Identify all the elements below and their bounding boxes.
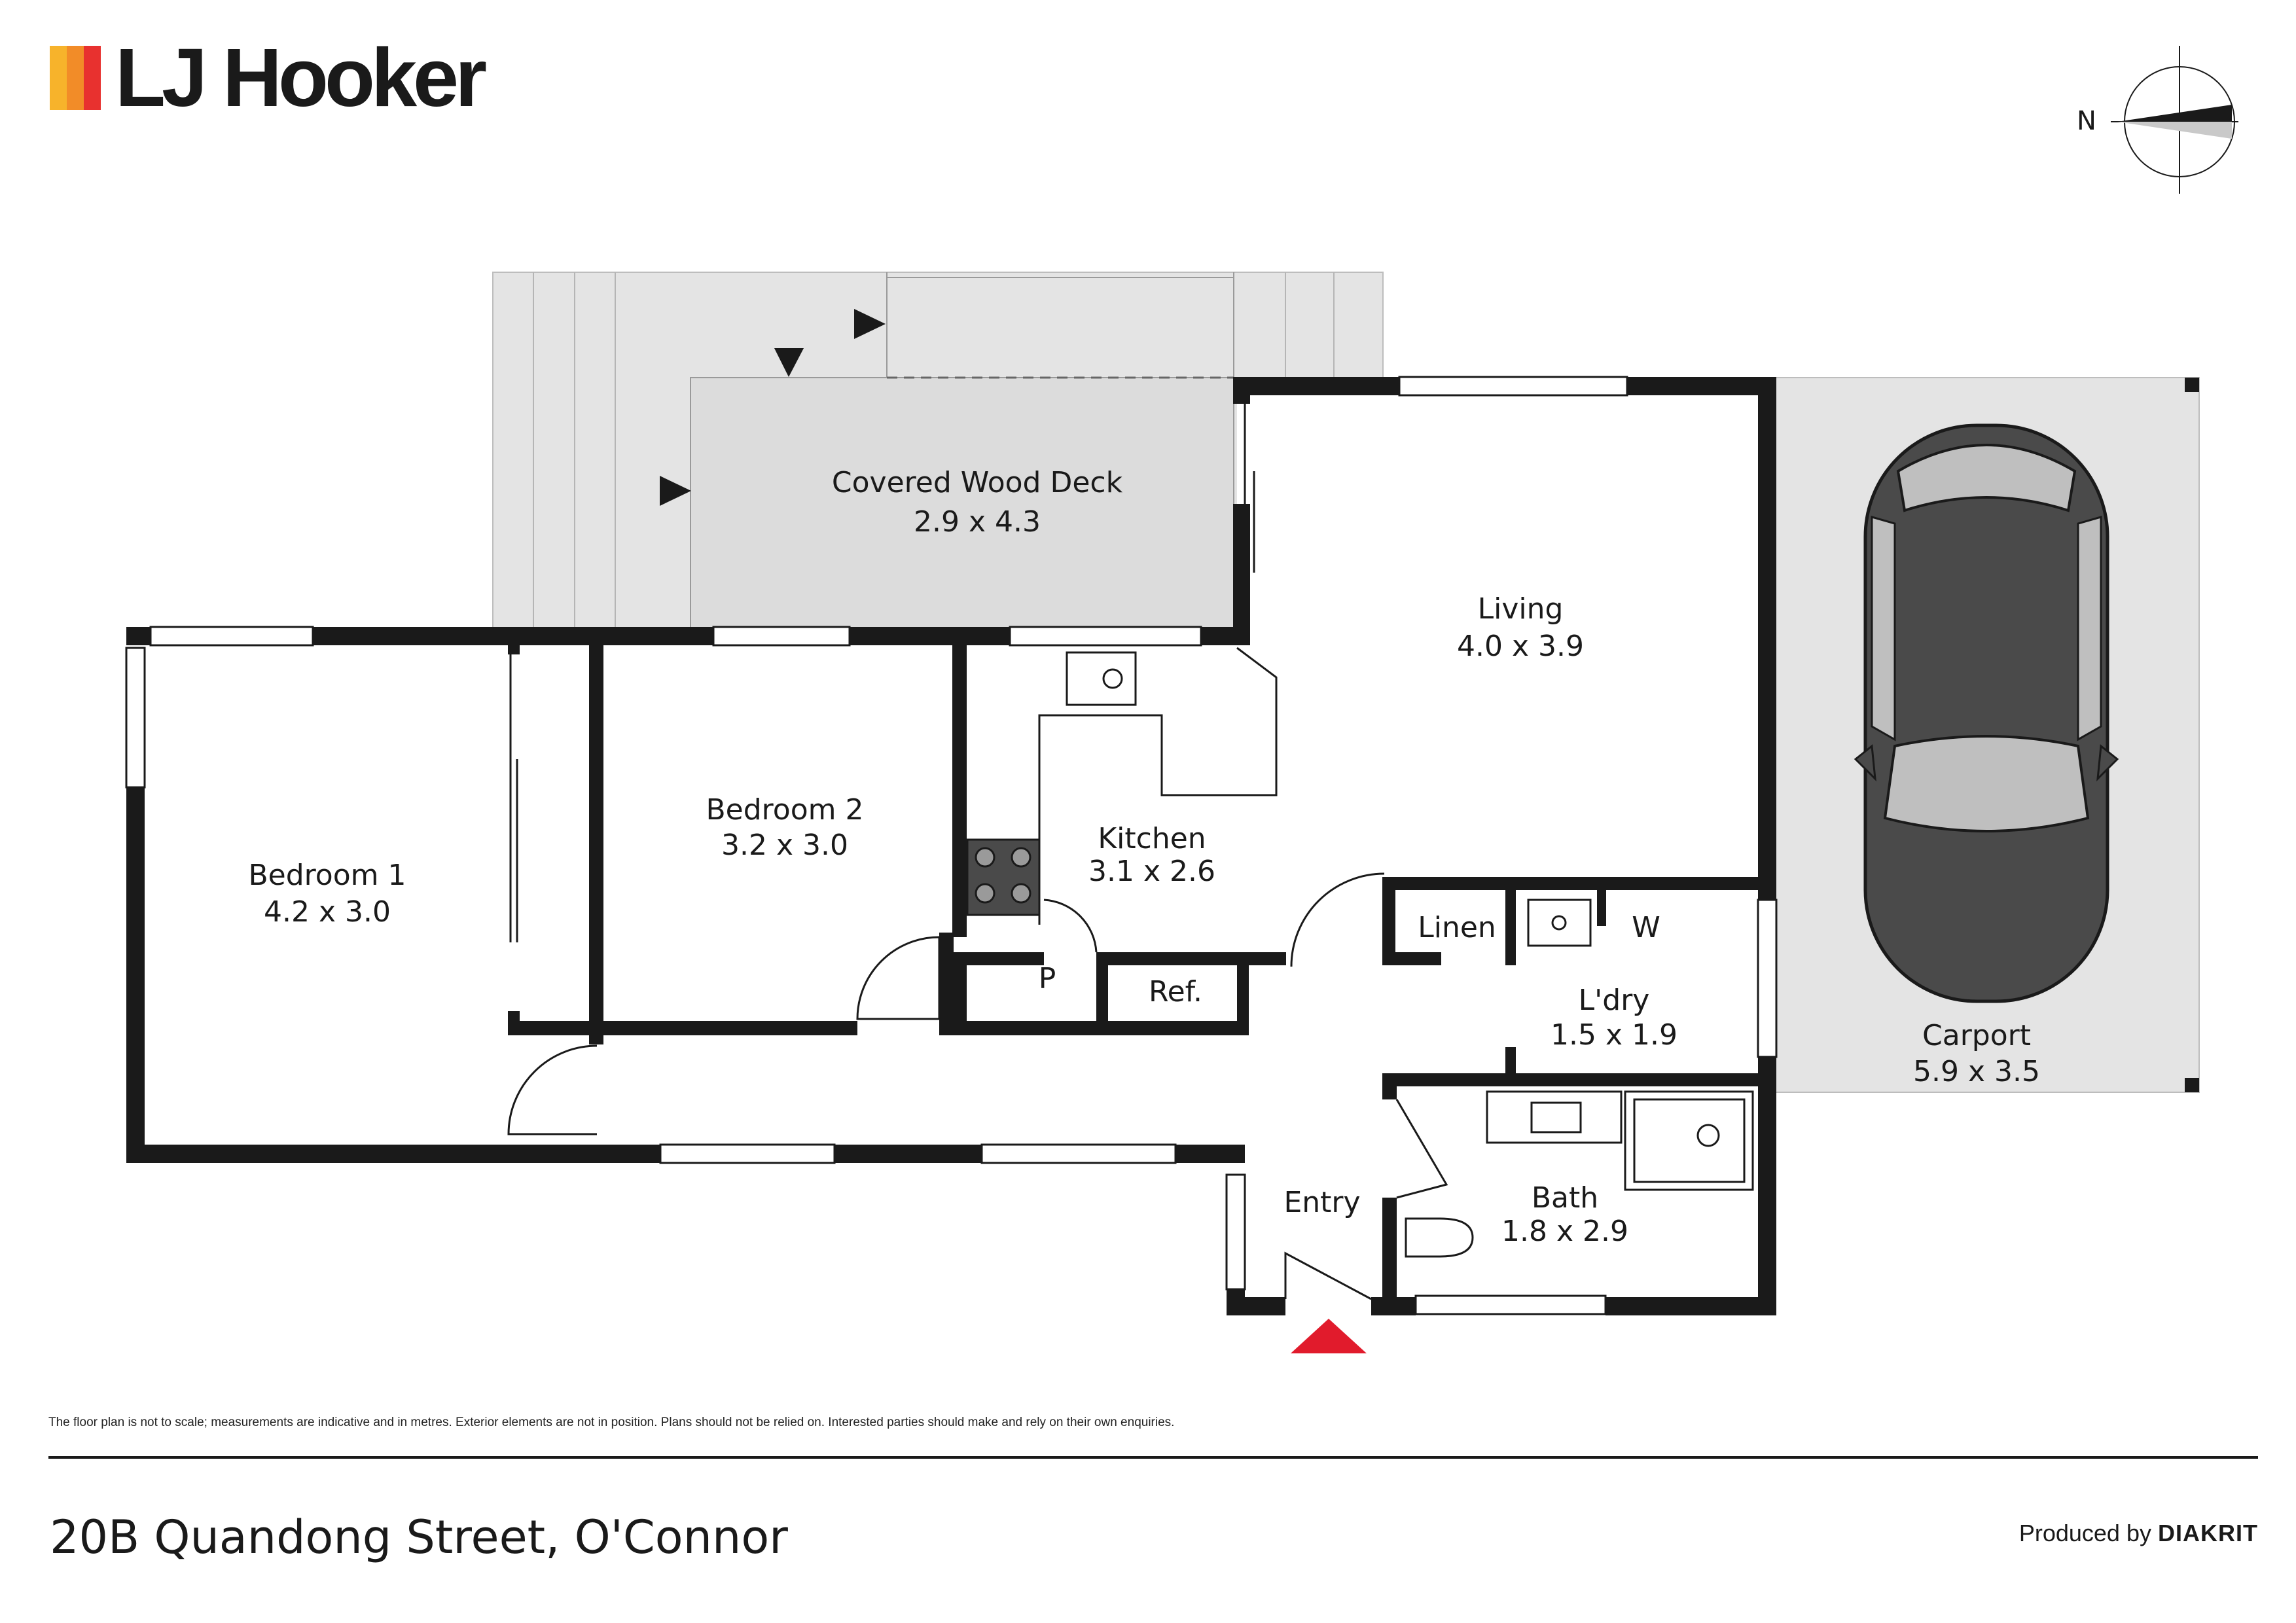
fixtures (509, 404, 1754, 1258)
door-bedroom2 (856, 936, 941, 1020)
bedroom2-size: 3.2 x 3.0 (721, 829, 848, 862)
logo-bar-red (84, 46, 101, 110)
vanity-icon (1486, 1090, 1623, 1144)
door-kitchen (1290, 872, 1385, 967)
front-door (1284, 1251, 1372, 1300)
step-arrow-right (854, 309, 886, 339)
produced-by-label: Produced by (2018, 1520, 2151, 1546)
ref-name: Ref. (1149, 975, 1202, 1008)
lj-hooker-logo: LJ Hooker (50, 31, 487, 124)
laundry-tub-icon (1527, 899, 1592, 947)
kitchen-name: Kitchen (1098, 822, 1206, 855)
logo-bar-orange (67, 46, 84, 110)
living-name: Living (1478, 592, 1564, 626)
logo-color-bars (50, 46, 101, 110)
compass-icon (2111, 46, 2238, 194)
property-address: 20B Quandong Street, O'Connor (50, 1510, 788, 1564)
carport-name: Carport (1922, 1019, 2031, 1052)
kitchen-size: 3.1 x 2.6 (1088, 855, 1215, 888)
producer-brand: DIAKRIT (2158, 1520, 2258, 1546)
door-pantry (1043, 899, 1098, 953)
pantry-name: P (1039, 962, 1056, 995)
laundry-name: L'dry (1579, 984, 1650, 1017)
doors (507, 872, 1448, 1300)
toilet-icon (1405, 1217, 1474, 1258)
car-icon (1854, 423, 2119, 1003)
linen-name: Linen (1418, 911, 1496, 944)
disclaimer-text: The floor plan is not to scale; measurem… (48, 1416, 1175, 1429)
shower-icon (1624, 1090, 1754, 1191)
laundry-size: 1.5 x 1.9 (1551, 1018, 1677, 1052)
brand-name: LJ Hooker (115, 31, 487, 124)
logo-bar-yellow (50, 46, 67, 110)
bedroom1-size: 4.2 x 3.0 (264, 895, 391, 929)
door-bath (1395, 1099, 1448, 1199)
bath-name: Bath (1532, 1181, 1598, 1215)
interior-floor (135, 386, 1767, 1313)
kitchen-sink-icon (1066, 651, 1137, 706)
deck-size: 2.9 x 4.3 (914, 505, 1041, 539)
walls (126, 377, 1776, 1315)
living-size: 4.0 x 3.9 (1457, 630, 1584, 663)
carport-size: 5.9 x 3.5 (1913, 1055, 2040, 1088)
door-bedroom1 (507, 1044, 598, 1135)
producer-credit: Produced by DIAKRIT (2019, 1520, 2258, 1547)
step-arrow-right-2 (660, 476, 691, 506)
footer-divider (48, 1456, 2258, 1459)
step-arrow-down (774, 348, 804, 377)
entry-name: Entry (1283, 1186, 1360, 1219)
entry-marker-icon (1291, 1319, 1367, 1353)
bedroom1-name: Bedroom 1 (249, 859, 406, 892)
room-labels: Covered Wood Deck 2.9 x 4.3 Living 4.0 x… (249, 466, 2040, 1248)
north-label: N (2077, 106, 2096, 136)
deck-name: Covered Wood Deck (832, 466, 1123, 499)
bath-size: 1.8 x 2.9 (1501, 1215, 1628, 1248)
w-name: W (1632, 911, 1660, 944)
bedroom2-name: Bedroom 2 (706, 793, 864, 827)
